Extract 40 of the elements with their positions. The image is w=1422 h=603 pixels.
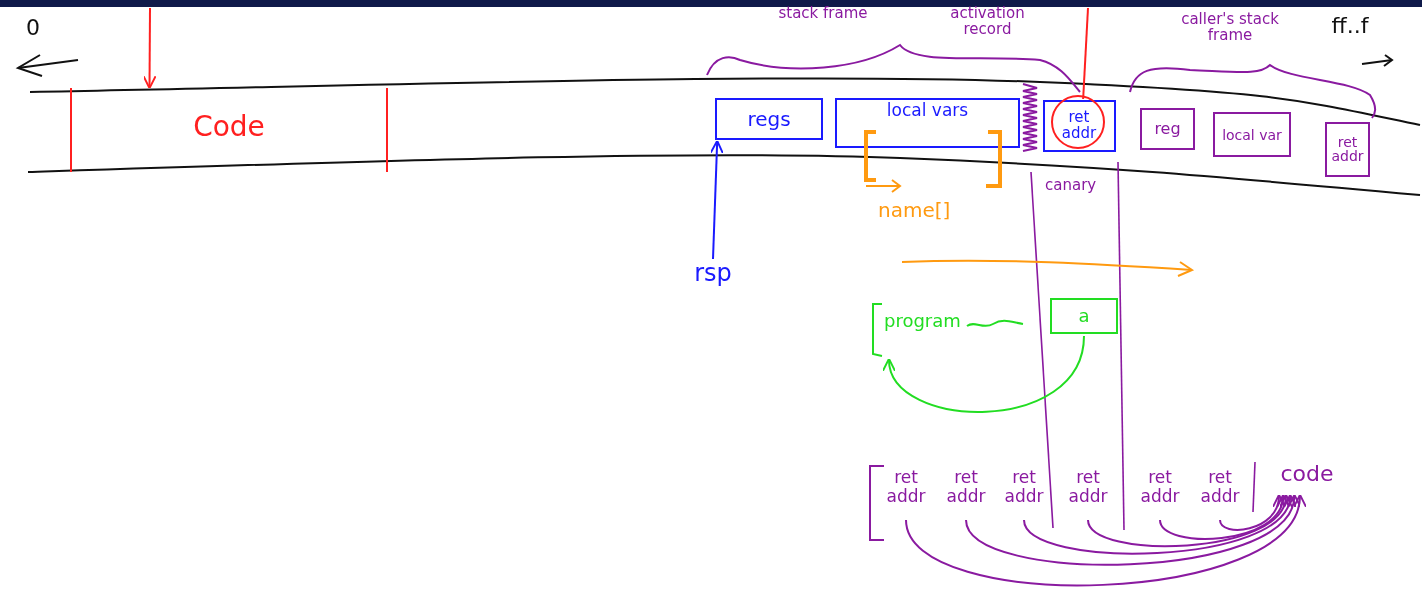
annotation-text: 0	[25, 16, 41, 40]
register-label: rsp	[690, 260, 736, 292]
memory-slot-box	[1140, 108, 1195, 150]
arrow	[905, 493, 1304, 586]
memory-slot-box	[835, 98, 1020, 148]
return-address-label: ret addr	[1134, 468, 1186, 518]
slot-label: local var	[1221, 127, 1283, 142]
return-address-label: ret addr	[880, 468, 932, 518]
slot-label: ret addr	[1060, 110, 1098, 142]
annotation-text: activation record	[949, 6, 1026, 38]
arrow	[1087, 493, 1290, 548]
memory-region	[70, 88, 388, 172]
slot-label: regs	[746, 108, 792, 130]
code-label: code	[1272, 462, 1342, 494]
slot-label: local vars	[885, 102, 970, 120]
arrow	[709, 139, 724, 260]
arrow	[1159, 493, 1288, 540]
slot-label: reg	[1153, 120, 1182, 138]
arrow	[965, 493, 1298, 566]
payload-label: program	[884, 312, 961, 331]
annotation-text: stack frame	[778, 6, 868, 22]
annotation-text: caller's stack frame	[1180, 12, 1280, 44]
slot-label: ret addr	[1330, 134, 1365, 165]
arrow	[142, 7, 157, 90]
return-address-label: ret addr	[998, 468, 1050, 518]
canary-label: canary	[1045, 178, 1097, 194]
annotation-text: ff..f	[1330, 14, 1370, 38]
arrow	[1219, 493, 1285, 531]
memory-slot-box	[1213, 112, 1291, 157]
region-label: Code	[192, 112, 266, 142]
buffer-label: name[]	[878, 200, 951, 221]
memory-slot-box	[715, 98, 823, 140]
arrow	[884, 335, 1085, 413]
return-address-label: ret addr	[940, 468, 992, 518]
arrow	[1023, 493, 1294, 555]
memory-slot-box	[1050, 298, 1118, 334]
return-address-label: ret addr	[1194, 468, 1246, 518]
memory-slot-box	[1325, 122, 1370, 177]
return-address-label: ret addr	[1062, 468, 1114, 518]
slot-label: a	[1077, 306, 1091, 326]
